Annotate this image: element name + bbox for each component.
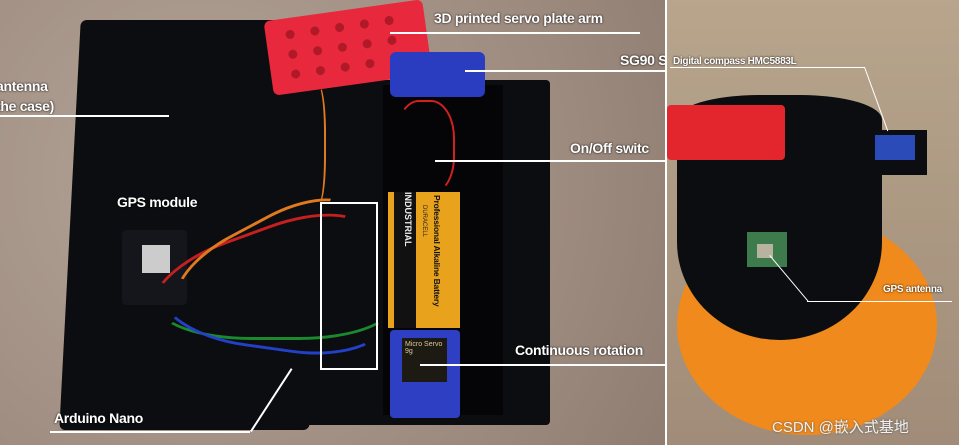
label-antenna-1: antenna — [0, 78, 48, 94]
sg90-servo-top — [390, 52, 485, 97]
label-gps-module: GPS module — [117, 194, 198, 210]
red-plate — [667, 105, 785, 160]
battery-desc: Professional Alkaline Battery — [432, 195, 442, 307]
label-continuous-rotation: Continuous rotation — [515, 342, 644, 358]
label-gps-antenna: GPS antenna — [883, 284, 942, 295]
battery-brand: INDUSTRIAL — [403, 192, 413, 247]
right-photo: Digital compass HMC5883L GPS antenna CSD… — [667, 0, 959, 445]
label-arduino-nano: Arduino Nano — [54, 410, 143, 426]
gps-antenna-board — [747, 232, 787, 267]
battery-sub: DURACELL — [421, 205, 427, 238]
watermark: CSDN @嵌入式基地 — [772, 419, 909, 436]
servo-label: Micro Servo 9g — [402, 338, 447, 382]
compass-board — [875, 135, 915, 160]
label-switch: On/Off switc — [570, 140, 649, 156]
continuous-servo: Micro Servo 9g — [390, 330, 460, 418]
left-photo: INDUSTRIAL Professional Alkaline Battery… — [0, 0, 665, 445]
label-antenna-2: the case) — [0, 98, 54, 114]
battery: INDUSTRIAL Professional Alkaline Battery… — [388, 192, 460, 328]
label-sg90: SG90 S — [620, 52, 665, 68]
arduino-highlight-box — [320, 202, 378, 370]
label-compass: Digital compass HMC5883L — [673, 56, 797, 67]
label-servo-plate: 3D printed servo plate arm — [434, 10, 603, 26]
